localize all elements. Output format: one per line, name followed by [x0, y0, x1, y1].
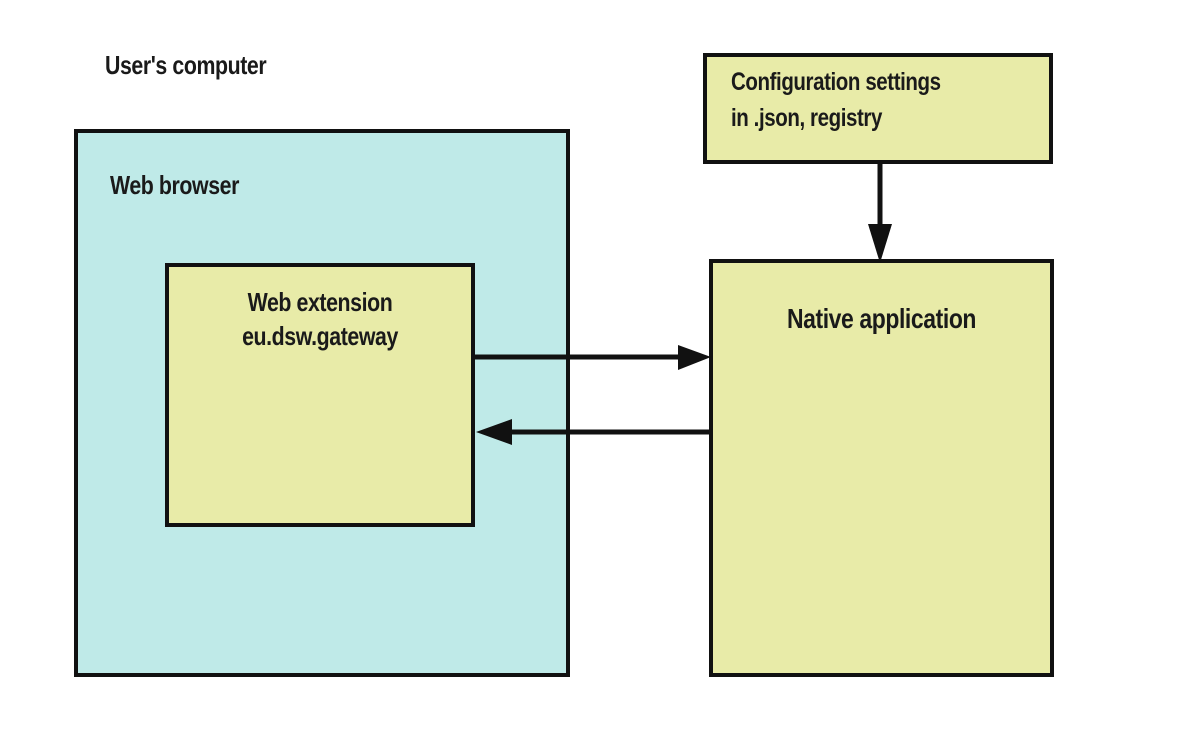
native-to-extension-arrowhead	[476, 419, 512, 445]
configuration-settings-title: Configuration settings	[731, 68, 941, 96]
native-application-label: Native application	[786, 303, 977, 334]
config-to-native-arrowhead	[868, 224, 892, 263]
web-extension-id: eu.dsw.gateway	[242, 321, 398, 351]
extension-to-native-arrowhead	[678, 345, 711, 370]
configuration-settings-box	[703, 53, 1053, 164]
web-extension-label: Web extension eu.dsw.gateway	[193, 285, 447, 353]
users-computer-label: User's computer	[105, 50, 267, 80]
configuration-settings-detail: in .json, registry	[731, 104, 882, 132]
web-browser-label: Web browser	[110, 170, 239, 200]
native-application-box	[709, 259, 1054, 677]
web-extension-title: Web extension	[247, 287, 393, 317]
configuration-settings-label: Configuration settings in .json, registr…	[731, 64, 941, 136]
web-extension-box	[165, 263, 475, 527]
